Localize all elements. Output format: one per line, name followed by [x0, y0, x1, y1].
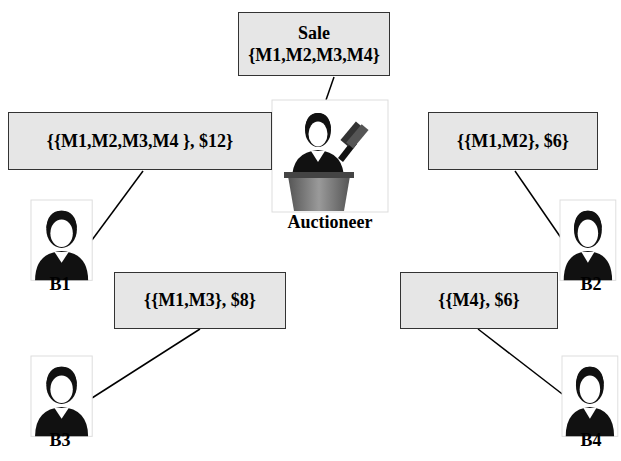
bidder-icon	[560, 200, 616, 280]
bidder-label: B3	[49, 430, 70, 451]
bid-text: {{M4}, $6}	[438, 289, 519, 312]
bid-text: {{M1,M2}, $6}	[457, 130, 569, 153]
bid-text: {{M1,M2,M3,M4 }, $12}	[47, 130, 233, 153]
bid-box: {{M1,M2,M3,M4 }, $12}	[8, 112, 272, 170]
bid-box: {{M1,M2}, $6}	[428, 112, 598, 170]
bidder-icon	[562, 356, 618, 436]
sale-box: Sale{M1,M2,M3,M4}	[238, 12, 390, 76]
bid-text: {{M1,M3}, $8}	[144, 289, 256, 312]
bid-box: {{M4}, $6}	[400, 272, 558, 329]
bidder-icon	[31, 200, 92, 280]
box-heading: Sale	[298, 22, 330, 45]
bid-text: {M1,M2,M3,M4}	[248, 44, 380, 67]
bidder-label: B1	[49, 274, 70, 295]
bidder-label: B4	[580, 430, 601, 451]
role-label: Auctioneer	[288, 212, 373, 233]
bid-box: {{M1,M3}, $8}	[114, 272, 286, 329]
bidder-label: B2	[580, 274, 601, 295]
bidder-icon	[31, 356, 92, 436]
auctioneer-icon	[272, 100, 388, 212]
